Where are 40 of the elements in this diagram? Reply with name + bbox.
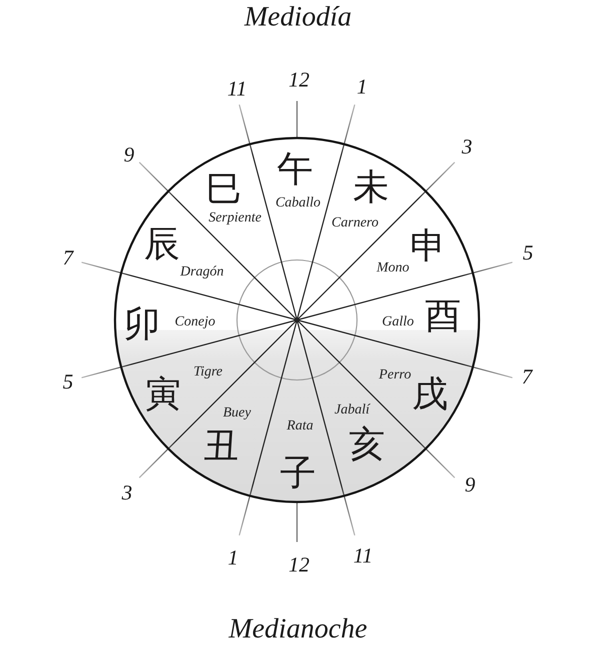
hour-number: 5 bbox=[62, 372, 74, 392]
animal-name: Buey bbox=[223, 405, 251, 421]
zodiac-character: 申 bbox=[410, 229, 446, 265]
animal-name: Mono bbox=[376, 260, 410, 276]
zodiac-character: 未 bbox=[353, 170, 389, 206]
hour-number: 1 bbox=[228, 548, 238, 568]
animal-name: Dragón bbox=[180, 264, 224, 280]
animal-name: Jabalí bbox=[334, 402, 370, 418]
animal-name: Rata bbox=[286, 418, 314, 434]
zodiac-character: 巳 bbox=[206, 172, 242, 208]
animal-name: Carnero bbox=[332, 215, 378, 231]
hour-number: 3 bbox=[462, 136, 472, 158]
hour-number: 9 bbox=[124, 144, 134, 166]
zodiac-character: 子 bbox=[280, 456, 316, 492]
animal-name: Perro bbox=[378, 367, 412, 383]
hour-number: 11 bbox=[227, 78, 247, 100]
zodiac-character: 卯 bbox=[124, 307, 160, 343]
animal-name: Tigre bbox=[193, 364, 223, 380]
hour-number: 11 bbox=[353, 546, 373, 566]
zodiac-character: 午 bbox=[277, 152, 313, 188]
zodiac-character: 丑 bbox=[203, 428, 239, 465]
zodiac-character: 亥 bbox=[349, 426, 385, 463]
animal-name: Gallo bbox=[382, 314, 414, 330]
hour-number: 1 bbox=[356, 76, 368, 98]
hour-number: 7 bbox=[62, 248, 74, 268]
hour-number: 5 bbox=[522, 242, 534, 264]
zodiac-character: 辰 bbox=[144, 227, 180, 263]
animal-name: Caballo bbox=[275, 195, 321, 211]
direction-label: Mediodía bbox=[244, 2, 352, 34]
zodiac-character: 戌 bbox=[412, 376, 448, 413]
animal-name: Conejo bbox=[174, 314, 216, 330]
hour-number: 12 bbox=[288, 70, 310, 90]
hour-number: 12 bbox=[288, 554, 310, 576]
hour-number: 9 bbox=[464, 474, 476, 496]
direction-label: Medianoche bbox=[228, 614, 368, 646]
zodiac-character: 酉 bbox=[424, 299, 461, 335]
hour-number: 3 bbox=[122, 482, 132, 504]
animal-name: Serpiente bbox=[208, 210, 262, 226]
zodiac-character: 寅 bbox=[145, 376, 181, 413]
hour-number: 7 bbox=[522, 366, 532, 388]
